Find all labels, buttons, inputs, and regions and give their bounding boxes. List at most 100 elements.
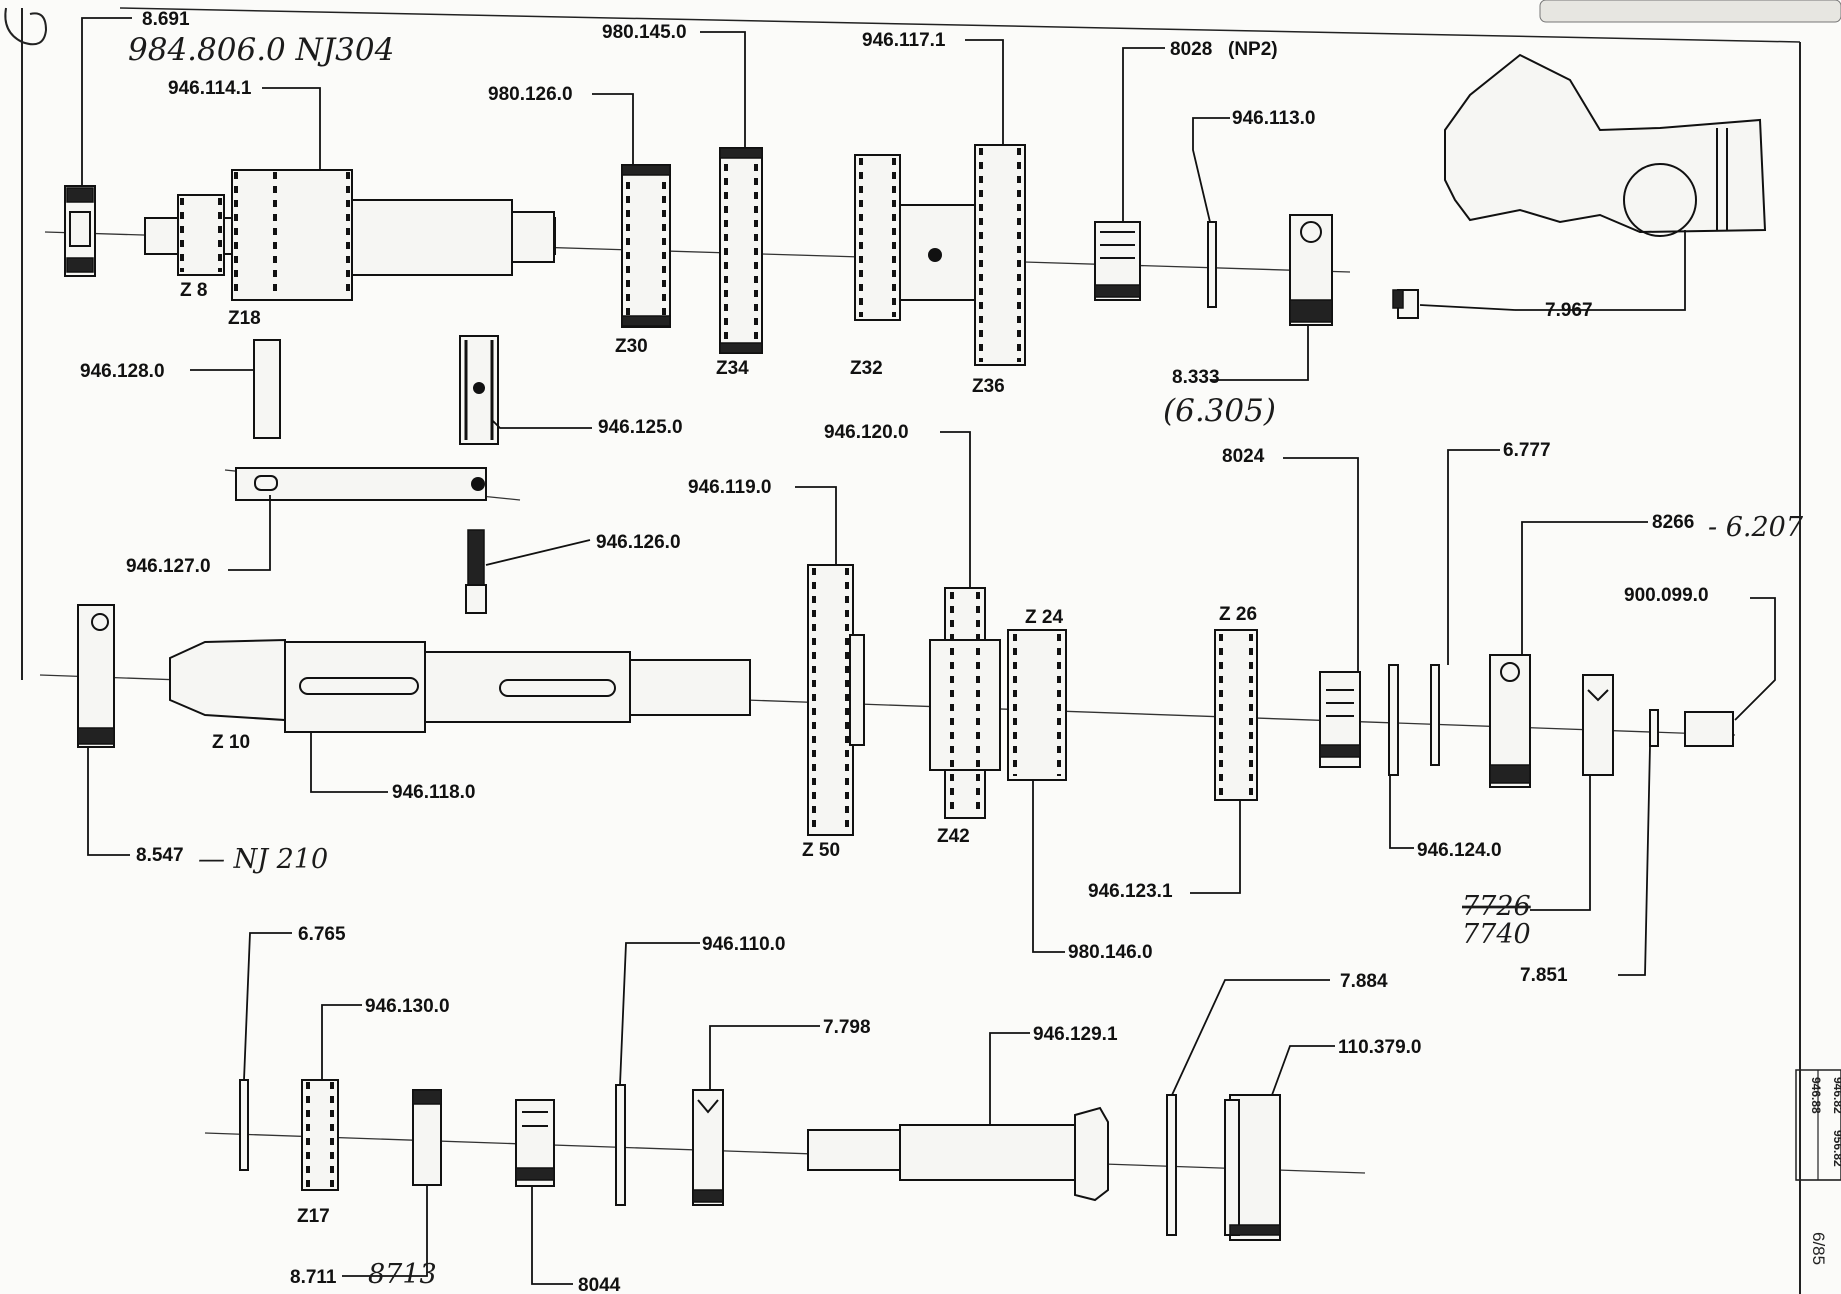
needle-bearing-8024	[1319, 671, 1361, 768]
flange-110-379-0	[1224, 1094, 1281, 1241]
leader-8024	[1283, 457, 1359, 672]
leader-980-146-0	[1032, 780, 1065, 953]
label-946-126-0: 946.126.0	[596, 532, 681, 553]
label-8028: 8028	[1170, 39, 1212, 60]
nut-900-099-0	[1684, 711, 1734, 747]
label-110-379-0: 110.379.0	[1338, 1037, 1421, 1058]
label-7967: 7.967	[1545, 300, 1593, 321]
leader-946-130-0	[321, 1004, 362, 1080]
leader-946-125-0	[491, 419, 592, 429]
label-7884: 7.884	[1340, 971, 1388, 992]
leader-946-124-0	[1389, 775, 1414, 849]
gear-980-146-0	[1007, 629, 1067, 781]
leader-7884	[1171, 979, 1330, 1096]
label-7851: 7.851	[1520, 965, 1568, 986]
output-shaft-946-129-1	[807, 1106, 1109, 1202]
gear-label-z26: Z 26	[1219, 604, 1257, 625]
gear-946-123-1	[1214, 629, 1258, 801]
label-8028-note: (NP2)	[1228, 39, 1278, 60]
scribble-mark	[4, 7, 48, 46]
gear-label-z42: Z42	[937, 826, 970, 847]
gear-label-z18: Z18	[228, 308, 261, 329]
leader-7967-plug	[1419, 304, 1516, 311]
gear-946-120-0	[929, 587, 1001, 819]
leader-6777	[1447, 449, 1500, 665]
gear-980-126-0	[621, 164, 671, 328]
pin-946-126-0	[465, 529, 487, 614]
gear-980-145-0	[719, 147, 763, 354]
label-8024: 8024	[1222, 446, 1265, 467]
leader-8028	[1122, 47, 1165, 222]
washer-6777	[1430, 664, 1440, 766]
leader-8266	[1521, 521, 1648, 655]
handwritten-top-note: 984.806.0 NJ304	[128, 32, 394, 68]
label-946-130-0: 946.130.0	[365, 996, 450, 1017]
leader-946-114-1	[262, 87, 321, 170]
plug-7967	[1392, 289, 1419, 319]
label-946-118-0: 946.118.0	[392, 782, 475, 803]
leader-946-117-1	[965, 39, 1004, 145]
leader-946-113-0	[1192, 117, 1230, 223]
leader-8044	[531, 1186, 573, 1285]
needle-bearing-8028	[1094, 221, 1141, 301]
spacer-946-128-0	[253, 339, 281, 439]
label-6777: 6.777	[1503, 440, 1551, 461]
label-946-129-1: 946.129.1	[1033, 1024, 1118, 1045]
gear-946-119-0	[807, 564, 865, 836]
handwritten-8713: 8713	[368, 1259, 437, 1290]
reverse-gear-946-125-0	[459, 335, 499, 445]
washer-6765	[239, 1079, 249, 1171]
handwritten-nj210: — NJ 210	[198, 844, 328, 875]
bearing-8547	[77, 604, 115, 748]
handwritten-7740: 7740	[1462, 919, 1531, 950]
leader-7726	[1530, 775, 1591, 911]
seal-7726	[1582, 674, 1614, 776]
axis-lower	[204, 1132, 1366, 1174]
leader-8691	[81, 17, 132, 186]
bearing-8711	[412, 1089, 442, 1186]
leader-980-145-0	[700, 31, 746, 148]
label-900-099-0: 900.099.0	[1624, 585, 1709, 606]
reverse-shaft-946-127-0	[235, 467, 487, 501]
gear-label-z17: Z17	[297, 1206, 330, 1227]
leader-946-110-0	[619, 942, 700, 1086]
gear-label-z10: Z 10	[212, 732, 250, 753]
gear-label-z50: Z 50	[802, 840, 840, 861]
washer-946-110-0	[615, 1084, 626, 1206]
title-block-col2b: 956.82	[1831, 1130, 1841, 1167]
label-946-119-0: 946.119.0	[688, 477, 771, 498]
label-946-128-0: 946.128.0	[80, 361, 165, 382]
leader-7798	[709, 1025, 820, 1090]
label-8333: 8.333	[1172, 367, 1220, 388]
label-7798: 7.798	[823, 1017, 871, 1038]
label-8266: 8266	[1652, 512, 1694, 533]
label-6765: 6.765	[298, 924, 346, 945]
label-7726: 7726	[1462, 891, 1531, 922]
label-946-127-0: 946.127.0	[126, 556, 211, 577]
frame-top-line	[119, 7, 1801, 43]
needle-bearing-8044	[515, 1099, 555, 1187]
leader-6765	[243, 932, 292, 1081]
leader-946-120-0	[940, 431, 971, 588]
leader-8711	[342, 1185, 428, 1277]
tape-strip	[1539, 0, 1841, 23]
label-8044: 8044	[578, 1275, 621, 1294]
page-number: 6/85	[1809, 1232, 1828, 1265]
leader-946-126-0	[485, 539, 591, 566]
leader-7851	[1618, 745, 1651, 976]
circlip-7851	[1649, 709, 1659, 747]
gear-label-z36: Z36	[972, 376, 1005, 397]
gear-label-z32: Z32	[850, 358, 883, 379]
leader-980-126-0	[592, 93, 634, 165]
leader-110-379-0	[1271, 1045, 1335, 1096]
washer-7884	[1166, 1094, 1177, 1236]
bearing-8691	[64, 185, 96, 277]
label-946-110-0: 946.110.0	[702, 934, 785, 955]
leader-946-127-0	[228, 495, 271, 571]
label-946-125-0: 946.125.0	[598, 417, 683, 438]
title-block-col1: 946.88	[1809, 1077, 1823, 1114]
input-shaft-946-114-1	[144, 169, 556, 301]
label-946-120-0: 946.120.0	[824, 422, 909, 443]
gear-label-z8: Z 8	[180, 280, 207, 301]
